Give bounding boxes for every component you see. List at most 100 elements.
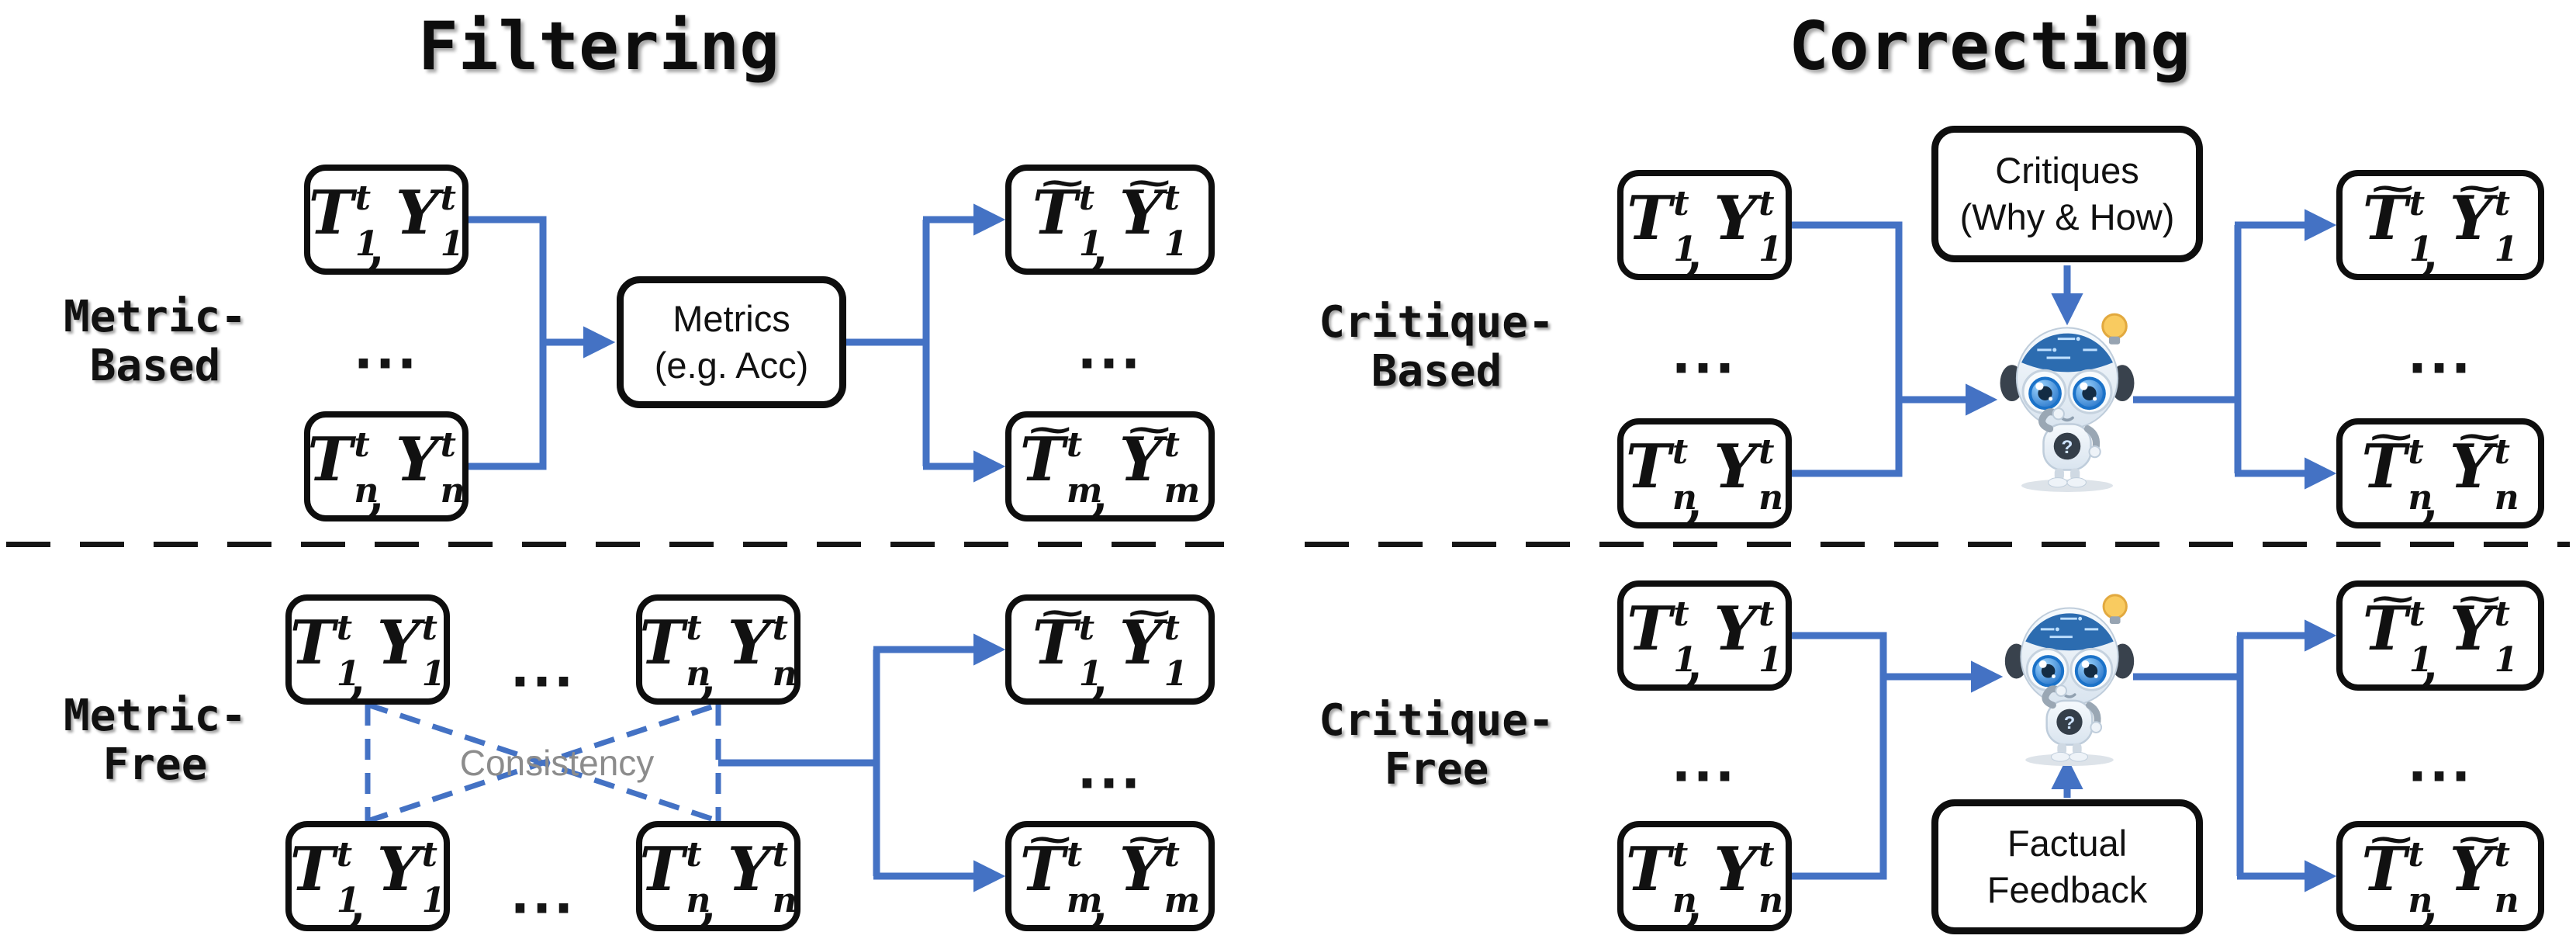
math-letter: Y <box>1713 431 1758 502</box>
math-sub: 1 <box>336 881 361 920</box>
math-comma: , <box>700 649 717 705</box>
consistency-label: Consistency <box>459 743 655 783</box>
tilde-mark: ~ <box>2367 166 2419 209</box>
math-sup: t <box>1164 834 1180 875</box>
math-sub: m <box>1164 471 1201 511</box>
math-letter: Y <box>376 833 420 905</box>
math-letter: Y <box>376 607 420 678</box>
math-sup: t <box>1066 424 1083 465</box>
tilde-mark: ~ <box>2453 817 2505 860</box>
math-letter: Y <box>1119 177 1163 248</box>
math-sup: t <box>421 834 437 875</box>
tilde-mark: ~ <box>2453 414 2505 457</box>
math-sup: t <box>336 834 353 875</box>
tilde-mark: ~ <box>1123 407 1175 450</box>
label-line: Critique- <box>1319 695 1554 746</box>
math-sup: t <box>686 834 702 875</box>
math-sub: 1 <box>354 224 379 264</box>
math-sup: t <box>772 834 788 875</box>
math-letter: Y <box>395 424 439 495</box>
math-letter: Y <box>1119 833 1163 905</box>
math-sup: t <box>440 424 456 465</box>
metrics-box-line: (e.g. Acc) <box>654 345 809 386</box>
math-sub: n <box>354 471 379 511</box>
math-sup: t <box>1673 183 1689 223</box>
math-letter: Y <box>1119 424 1163 495</box>
math-letter: T <box>2361 833 2407 905</box>
math-sub: 1 <box>1758 230 1782 269</box>
math-sub: m <box>1066 471 1103 511</box>
math-letter: Y <box>2449 182 2493 254</box>
quadrant-label-critique-based: Critique- Based <box>1289 298 1584 396</box>
critique-based-connectors <box>1792 209 2337 490</box>
section-title-filtering: Filtering <box>418 8 780 85</box>
metrics-box: Metrics (e.g. Acc) <box>617 276 846 408</box>
math-sup: t <box>1066 834 1083 875</box>
math-sub: 1 <box>421 881 446 920</box>
tilde-mark: ~ <box>2366 817 2417 860</box>
math-sub: n <box>686 654 711 694</box>
quadrant-label-metric-based: Metric- Based <box>8 293 303 390</box>
math-letter: T <box>2362 593 2408 664</box>
math-sup: t <box>1164 424 1180 465</box>
math-comma: , <box>1091 466 1108 522</box>
metrics-box-line: Metrics <box>673 297 790 339</box>
critiques-box: Critiques (Why & How) <box>1931 126 2203 262</box>
math-sup: t <box>1758 594 1775 634</box>
math-sup: t <box>354 424 370 465</box>
math-sup: t <box>336 608 353 648</box>
math-letter: T <box>2361 431 2407 502</box>
math-letter: Y <box>727 607 771 678</box>
metric-based-connectors <box>469 203 1006 483</box>
math-letter: T <box>308 177 354 248</box>
math-sub: m <box>1164 881 1201 920</box>
math-sup: t <box>1672 834 1689 875</box>
math-sup: t <box>1758 183 1775 223</box>
math-sub: 1 <box>2494 230 2519 269</box>
math-letter: Y <box>1713 593 1758 664</box>
tilde-mark: ~ <box>2453 577 2505 619</box>
tilde-mark: ~ <box>1036 161 1088 203</box>
math-comma: , <box>368 219 385 275</box>
math-sub: 1 <box>1078 654 1103 694</box>
math-letter: T <box>639 607 685 678</box>
label-line: Free <box>1384 743 1489 795</box>
feedback-box-line: Feedback <box>1986 869 2148 910</box>
math-sub: 1 <box>2494 640 2519 680</box>
math-comma: , <box>1091 649 1108 705</box>
tilde-mark: ~ <box>1024 407 1076 450</box>
math-sub: m <box>1066 881 1103 920</box>
math-letter: Y <box>1119 607 1163 678</box>
tilde-mark: ~ <box>1036 591 1088 633</box>
critiques-box-line: (Why & How) <box>1959 196 2175 237</box>
math-sup: t <box>772 608 788 648</box>
ellipsis: ... <box>510 865 576 926</box>
math-sup: t <box>440 178 456 218</box>
math-sub: n <box>1758 478 1784 518</box>
math-letter: T <box>639 833 685 905</box>
factual-feedback-box: Factual Feedback <box>1931 799 2203 934</box>
tilde-mark: ~ <box>1123 817 1175 860</box>
math-sub: n <box>1672 881 1697 920</box>
math-sup: t <box>1164 608 1180 648</box>
tilde-mark: ~ <box>1123 161 1175 203</box>
